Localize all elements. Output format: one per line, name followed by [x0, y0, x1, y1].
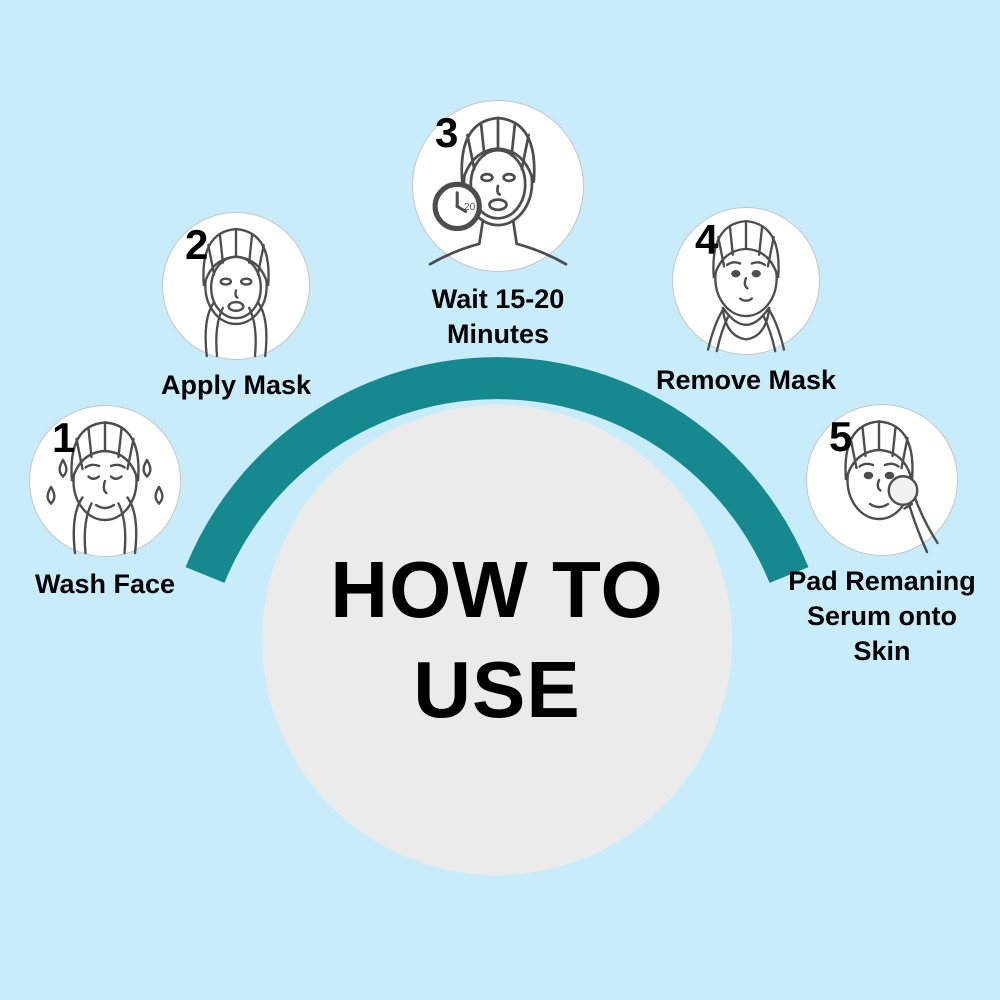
step-label-2: Apply Mask: [160, 370, 312, 400]
wash-face-icon: [46, 421, 164, 555]
step-number-3: 3: [435, 109, 459, 156]
title-circle: HOW TO USE: [262, 405, 732, 875]
step-label-1: Wash Face: [34, 569, 176, 599]
step-label-3: Wait 15-20 Minutes: [431, 284, 565, 350]
step-circle-3: 3 20: [412, 100, 584, 272]
clock-number-label: 20: [464, 202, 476, 213]
step-number-2: 2: [185, 221, 209, 268]
apply-mask-icon: [202, 227, 270, 358]
title-line-1: HOW TO: [330, 545, 664, 634]
step-circle-2: 2: [162, 212, 310, 360]
step-number-4: 4: [695, 216, 719, 263]
step-label-5: Pad Remaning Serum onto Skin: [788, 566, 976, 667]
step-circle-1: 1: [29, 405, 181, 557]
step-5: 5 Pad Remaning Serum onto S: [788, 404, 976, 666]
step-4: 4 Remove Mask: [656, 207, 836, 395]
step-number-5: 5: [829, 413, 853, 460]
step-1: 1 Was: [29, 405, 181, 599]
step-3: 3 20 W: [412, 100, 584, 349]
step-number-1: 1: [52, 414, 76, 461]
step-label-4: Remove Mask: [655, 365, 837, 395]
step-2: 2 Apply Mask: [161, 212, 311, 400]
step-circle-5: 5: [806, 404, 958, 556]
remove-mask-icon: [706, 219, 786, 353]
title-line-2: USE: [413, 645, 581, 734]
wait-clock-icon: 20: [428, 116, 568, 266]
pad-serum-icon: [844, 420, 939, 554]
step-circle-4: 4: [672, 207, 820, 355]
